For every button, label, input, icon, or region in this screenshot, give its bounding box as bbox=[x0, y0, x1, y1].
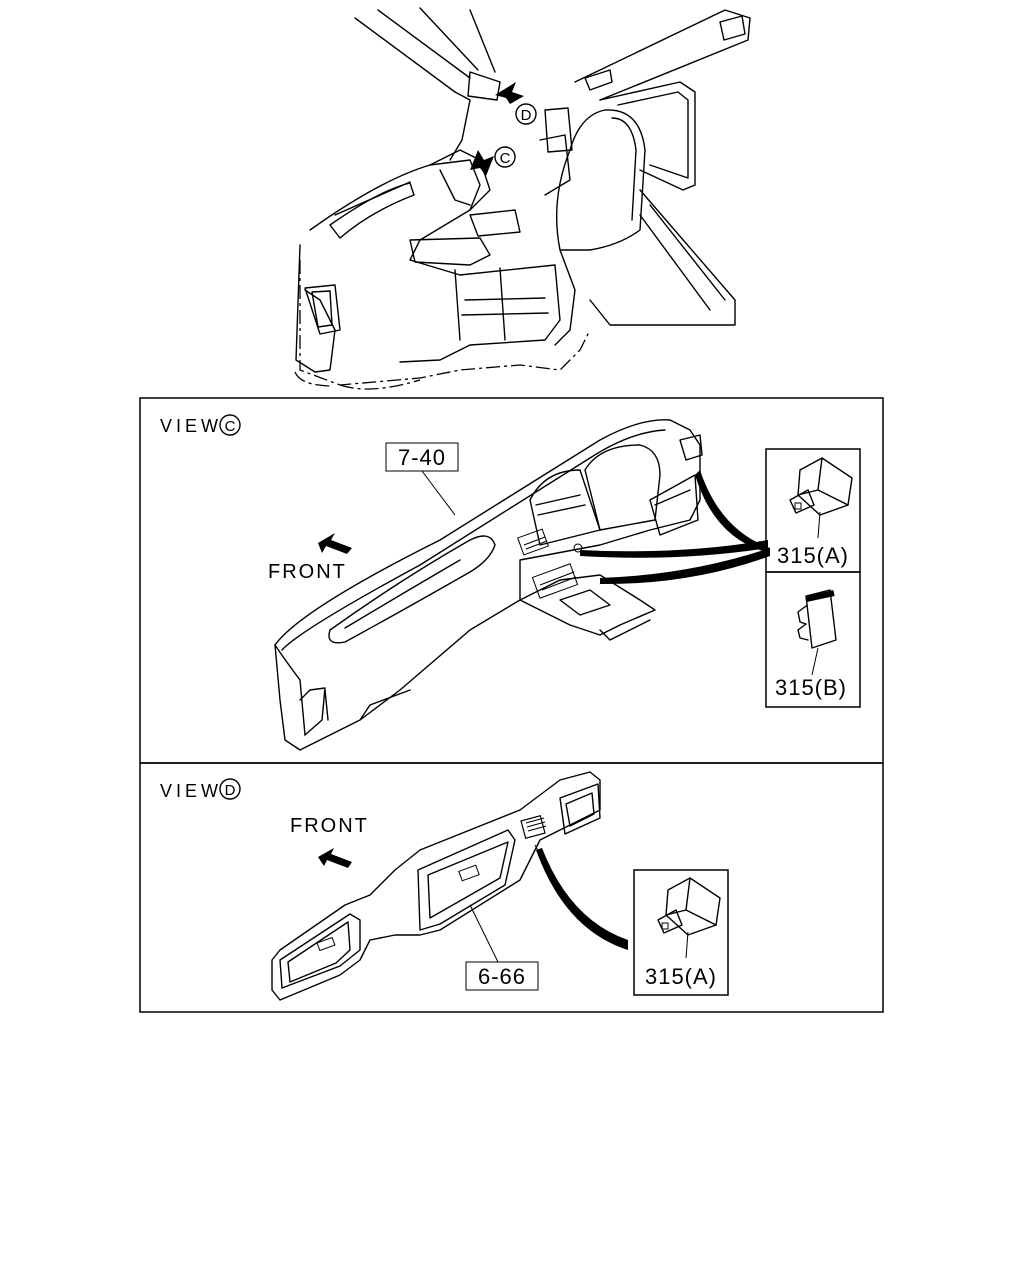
part-ref-7-40: 7-40 bbox=[385, 442, 459, 516]
view-d-marker: D bbox=[225, 782, 236, 799]
inset-315a-d-label: 315(A) bbox=[645, 964, 717, 989]
front-label-d: FRONT bbox=[290, 815, 369, 837]
view-c-title: VIEW C bbox=[160, 414, 241, 436]
front-arrow-d: FRONT bbox=[290, 815, 369, 868]
dashboard-assembly bbox=[274, 419, 703, 751]
inset-315b-c: 315(B) bbox=[765, 571, 861, 708]
leader-lines-c bbox=[580, 470, 770, 585]
inset-315a-d: 315(A) bbox=[633, 869, 729, 996]
front-label-c: FRONT bbox=[268, 561, 347, 583]
overhead-console-panel bbox=[271, 771, 601, 1001]
view-d-panel bbox=[139, 762, 884, 1013]
part-ref-7-40-text: 7-40 bbox=[398, 445, 446, 470]
callout-d-letter: D bbox=[521, 107, 532, 124]
front-arrow-c: FRONT bbox=[268, 533, 352, 583]
view-c-marker: C bbox=[225, 418, 236, 435]
view-c-panel bbox=[139, 397, 884, 764]
callout-c: C bbox=[494, 146, 516, 168]
inset-315b-c-label: 315(B) bbox=[775, 675, 847, 700]
part-ref-6-66: 6-66 bbox=[465, 904, 539, 991]
inset-315a-c: 315(A) bbox=[765, 448, 861, 573]
inset-315a-c-label: 315(A) bbox=[777, 543, 849, 568]
callout-c-letter: C bbox=[500, 150, 511, 167]
callout-d: D bbox=[515, 103, 537, 125]
cab-interior-overview bbox=[294, 7, 751, 390]
part-ref-6-66-text: 6-66 bbox=[478, 964, 526, 989]
view-c-title-text: VIEW bbox=[160, 416, 222, 436]
view-d-title: VIEW D bbox=[160, 778, 241, 801]
leader-line-d bbox=[536, 848, 628, 950]
view-d-title-text: VIEW bbox=[160, 781, 222, 801]
